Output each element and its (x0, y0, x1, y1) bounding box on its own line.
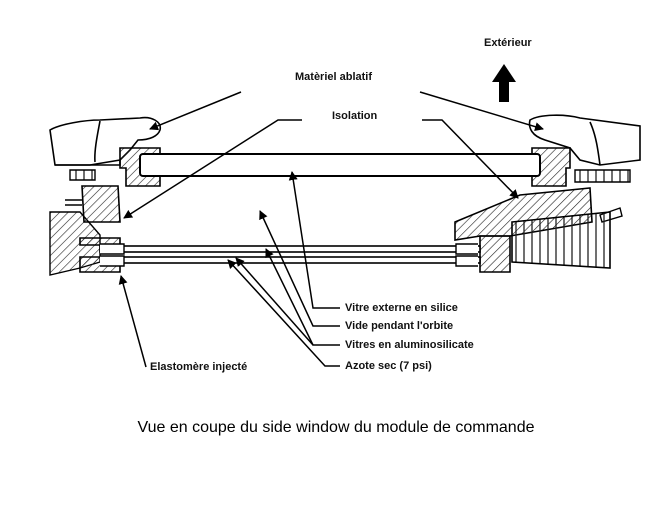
right-honeycomb-wall (511, 211, 611, 269)
figure-caption: Vue en coupe du side window du module de… (137, 419, 535, 436)
outer-silica-pane (139, 153, 541, 177)
exterior-arrow-icon (492, 64, 516, 102)
outer-silica-pane-label: Vitre externe en silice (345, 302, 458, 314)
aluminosilicate-panes-label: Vitres en aluminosilicate (345, 339, 474, 351)
orbit-vacuum-label: Vide pendant l'orbite (345, 320, 454, 332)
leader-lines (118, 91, 544, 368)
injected-elastomer-label: Elastomère injecté (150, 361, 248, 373)
aluminosilicate-panes (117, 245, 481, 264)
dry-nitrogen-label: Azote sec (7 psi) (345, 360, 432, 372)
insulation-label: Isolation (332, 110, 378, 122)
left-hatched-inner-wall (49, 185, 121, 276)
exterior-label: Extérieur (484, 37, 532, 49)
left-seal-rings (69, 169, 96, 181)
ablative-material-label: Matèriel ablatif (295, 71, 373, 83)
pane-edge-clips (100, 243, 478, 267)
right-frame (479, 147, 571, 273)
right-ablative-structure (528, 114, 641, 166)
